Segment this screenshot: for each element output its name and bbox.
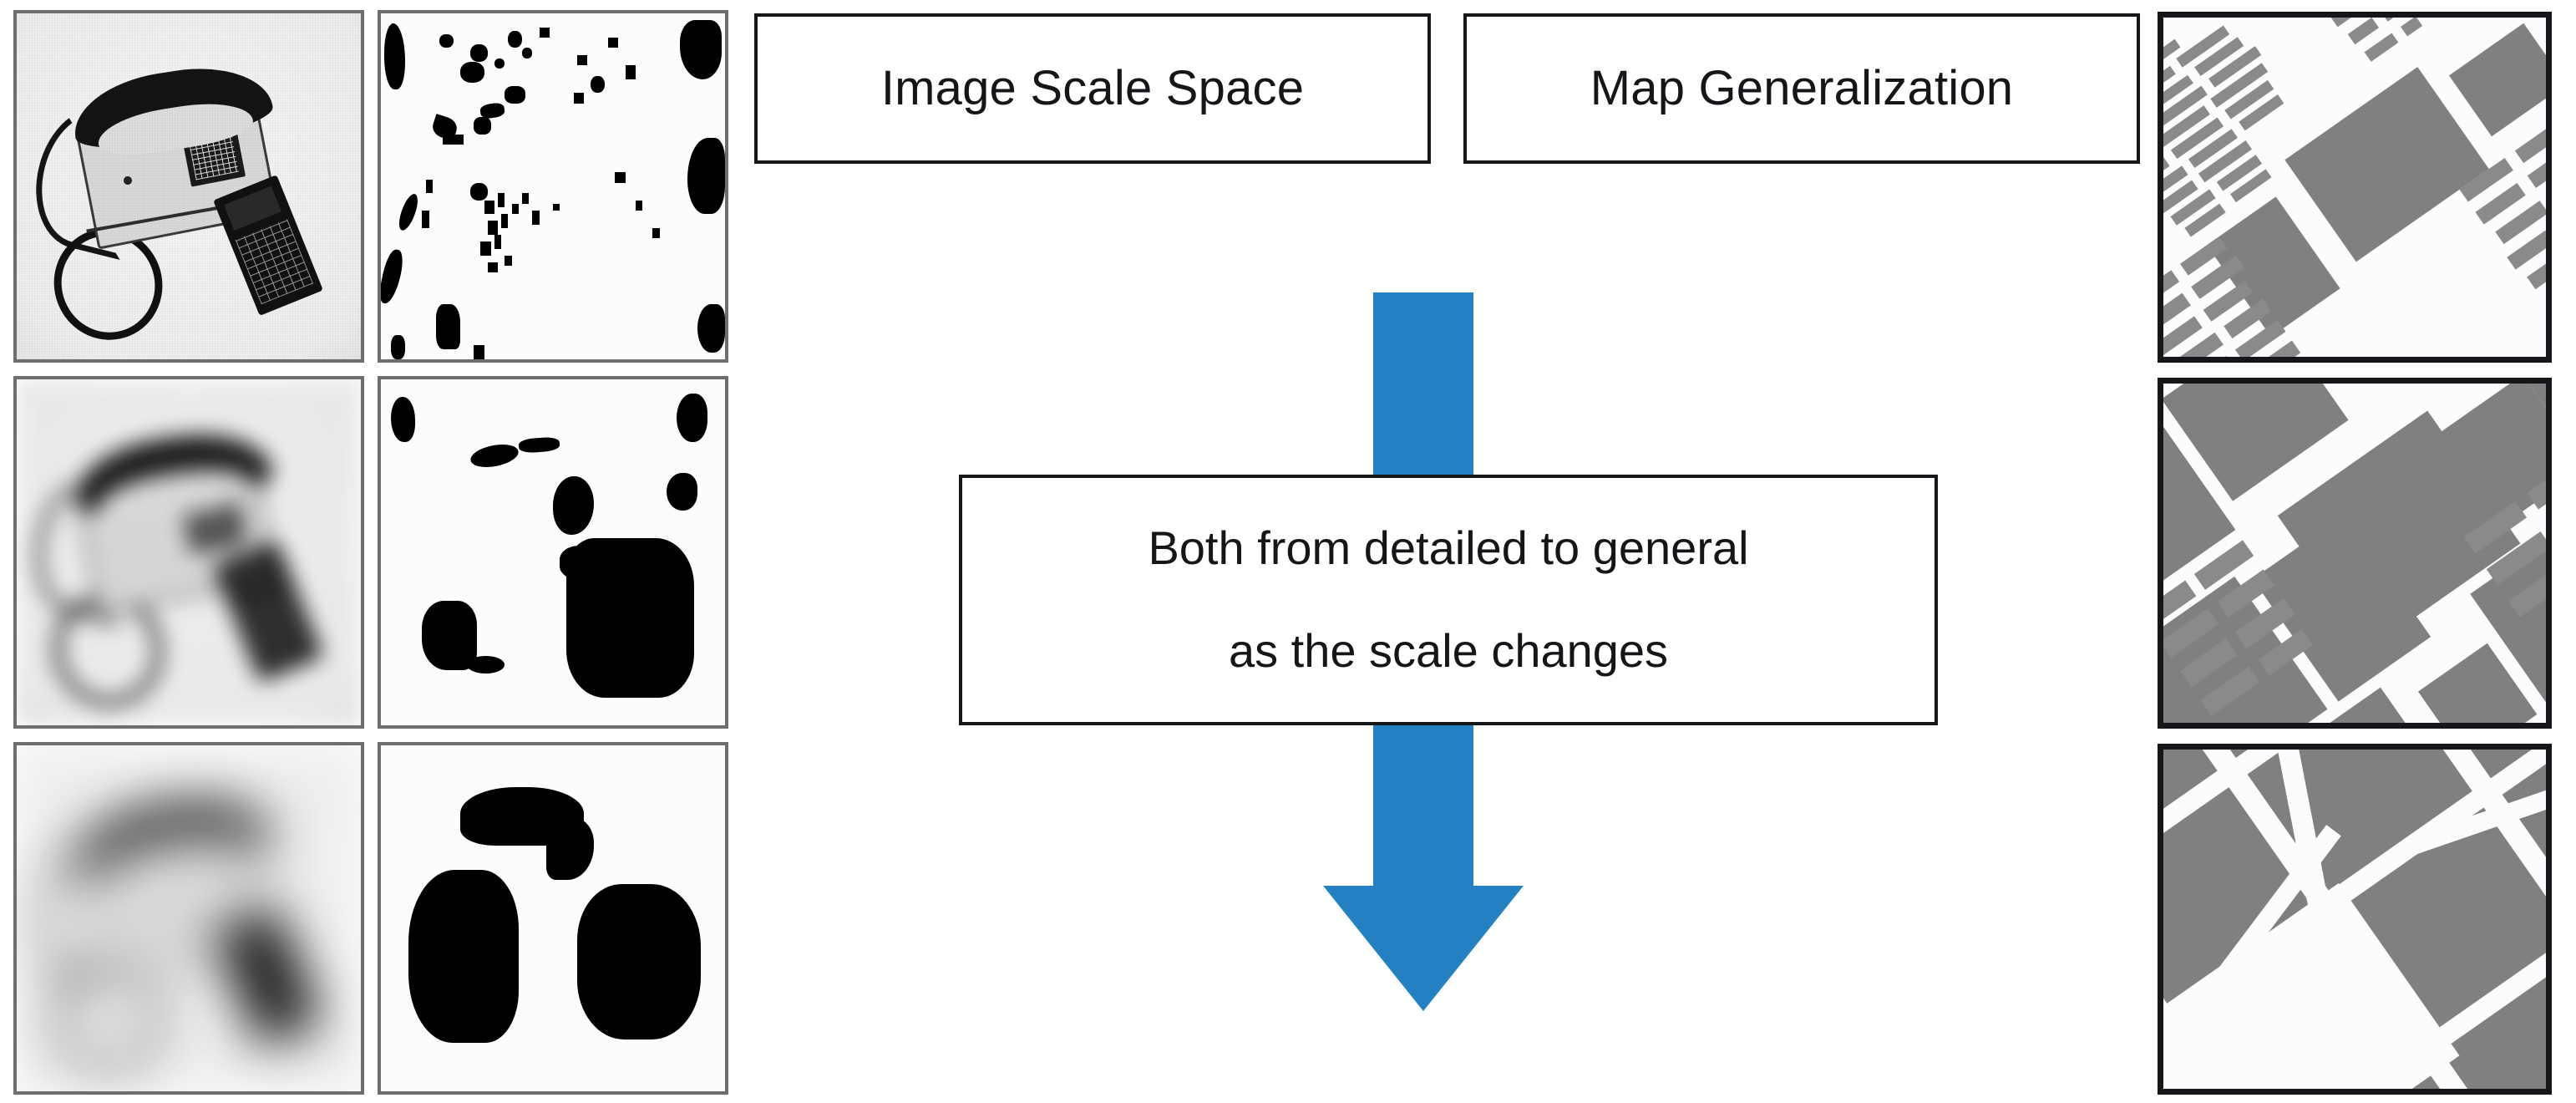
- title-map-generalization: Map Generalization: [1590, 61, 2014, 116]
- telephone-photo-blurred-medium: [17, 379, 361, 725]
- map-rotation-layer: [2163, 384, 2546, 723]
- map-panel-fine: [2158, 12, 2552, 363]
- telephone-photo-blurred-strong: [17, 745, 361, 1091]
- map-rotation-layer: [2163, 18, 2546, 357]
- binary-panel-coarse: [378, 742, 728, 1095]
- telephone-photo-sharp: [17, 13, 361, 359]
- title-box-image-scale-space: Image Scale Space: [754, 13, 1431, 164]
- center-message-line-2: as the scale changes: [1228, 624, 1669, 677]
- phone-button-dot: [123, 175, 132, 186]
- photo-grain: [17, 13, 361, 359]
- photo-panel-coarse: [13, 742, 364, 1095]
- city-map-aggregated: [2163, 384, 2546, 723]
- threshold-image-coarse: [381, 745, 725, 1091]
- title-box-map-generalization: Map Generalization: [1463, 13, 2140, 164]
- binary-panel-medium: [378, 376, 728, 729]
- center-message-box: Both from detailed to general as the sca…: [959, 475, 1938, 725]
- arrow-head: [1323, 886, 1524, 1011]
- center-message-line-1: Both from detailed to general: [1148, 521, 1749, 575]
- title-image-scale-space: Image Scale Space: [880, 61, 1305, 116]
- city-map-detailed: [2163, 18, 2546, 357]
- threshold-image-fine: [381, 13, 725, 359]
- city-map-generalized: [2163, 750, 2546, 1089]
- map-panel-coarse: [2158, 744, 2552, 1095]
- map-panel-medium: [2158, 378, 2552, 729]
- photo-panel-medium: [13, 376, 364, 729]
- photo-panel-fine: [13, 10, 364, 363]
- binary-panel-fine: [378, 10, 728, 363]
- threshold-image-medium: [381, 379, 725, 725]
